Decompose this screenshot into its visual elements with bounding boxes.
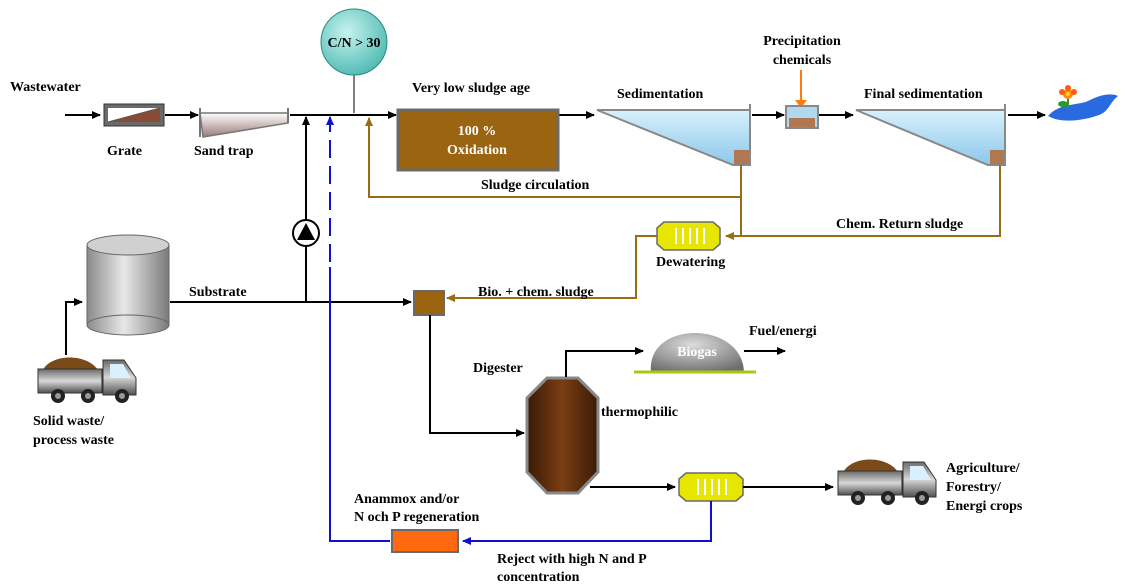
cn-ratio-indicator: C/N > 30 — [320, 8, 388, 113]
dewatering-unit-bottom — [678, 472, 744, 502]
agriculture-label: Agriculture/ — [946, 461, 1021, 476]
grate-label: Grate — [107, 144, 142, 159]
precipitation-label: Precipitation — [763, 34, 841, 49]
oxidation-label: Oxidation — [447, 143, 507, 158]
pump-icon — [292, 219, 320, 247]
sand-trap — [199, 108, 289, 138]
anammox-label: Anammox and/or — [354, 492, 459, 507]
outlet-nature-icon — [1048, 85, 1118, 121]
fuel-energi-label: Fuel/energi — [749, 324, 817, 339]
sludge-circulation-label: Sludge circulation — [481, 178, 589, 193]
digester-label: Digester — [473, 361, 523, 376]
grate — [103, 103, 165, 127]
digester — [525, 376, 600, 495]
solid-waste-label: Solid waste/ — [33, 414, 105, 429]
chemicals-label: chemicals — [773, 53, 832, 68]
sand-trap-label: Sand trap — [194, 144, 254, 159]
mixer-to-digester-line — [429, 315, 525, 437]
sludge-mixer — [413, 290, 445, 316]
solid-waste-truck-icon — [37, 357, 137, 403]
dewatering-label: Dewatering — [656, 255, 725, 270]
sedimentation-tank — [596, 104, 751, 166]
substrate-line — [65, 116, 412, 355]
reject-line — [326, 116, 712, 545]
biogas-label: Biogas — [677, 345, 717, 360]
final-sedimentation-label: Final sedimentation — [864, 87, 983, 102]
substrate-label: Substrate — [189, 285, 247, 300]
agriculture-truck-icon — [837, 459, 937, 505]
precipitation-dosing — [785, 70, 819, 129]
anammox-unit — [391, 529, 459, 553]
forestry-label: Forestry/ — [946, 480, 1002, 495]
sludge-lines — [365, 117, 1001, 302]
oxidation-tank: 100 % Oxidation — [396, 108, 560, 172]
biogas-dome: Biogas — [634, 333, 756, 374]
cn-ratio-label: C/N > 30 — [327, 36, 380, 51]
energi-crops-label: Energi crops — [946, 499, 1023, 514]
substrate-tank — [86, 234, 170, 336]
labels: Wastewater Grate Sand trap Very low slud… — [10, 34, 1023, 585]
sedimentation-label: Sedimentation — [617, 87, 704, 102]
oxidation-percent: 100 % — [458, 124, 497, 139]
very-low-sludge-age-label: Very low sludge age — [412, 81, 530, 96]
thermophilic-label: thermophilic — [601, 405, 678, 420]
chem-return-sludge-label: Chem. Return sludge — [836, 217, 963, 232]
regeneration-label: N och P regeneration — [354, 510, 480, 525]
wastewater-label: Wastewater — [10, 80, 81, 95]
bio-chem-sludge-label: Bio. + chem. sludge — [478, 285, 594, 300]
reject-label: Reject with high N and P — [497, 552, 647, 567]
final-sedimentation-tank — [855, 104, 1006, 166]
dewatering-unit — [656, 221, 721, 251]
process-waste-label: process waste — [33, 433, 114, 448]
digester-to-biogas-line — [565, 347, 644, 377]
concentration-label: concentration — [497, 570, 580, 585]
